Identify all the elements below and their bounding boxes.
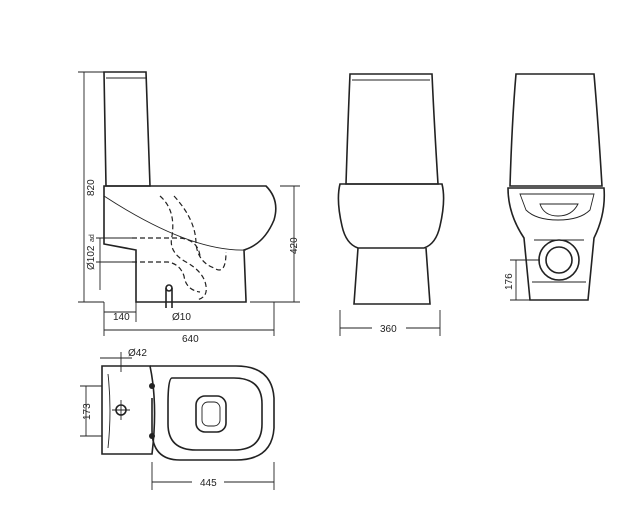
plan-view: Ø42 173 445: [80, 348, 275, 490]
dim-outlet-label: Ø102: [86, 245, 97, 270]
plan-cistern: [101, 365, 156, 455]
dim-outlet-sub: ad: [89, 234, 96, 242]
side-bowl: [103, 185, 277, 303]
plan-opening: [195, 395, 227, 433]
fixing-hole-bottom: [149, 433, 155, 439]
dim-140-label: 140: [113, 312, 130, 323]
dim-tap-label: Ø42: [128, 348, 147, 359]
dim-176-label: 176: [504, 273, 515, 290]
plan-seat: [167, 377, 263, 451]
side-trap: [159, 195, 227, 301]
dim-640-label: 640: [182, 334, 199, 345]
dim-360-label: 360: [380, 324, 397, 335]
dim-173-label: 173: [82, 403, 93, 420]
plan-bowl: [150, 365, 275, 461]
dim-445-label: 445: [200, 478, 217, 489]
front-pedestal: [353, 247, 431, 305]
rear-outlet: [538, 239, 580, 281]
dim-inlet-label: Ø10: [172, 312, 191, 323]
rear-cistern: [509, 73, 603, 187]
rear-bowl: [507, 187, 606, 301]
front-bowl: [337, 183, 445, 249]
front-view: 360: [337, 73, 445, 336]
dim-820-label: 820: [86, 179, 97, 196]
side-view: 820 Ø102 ad 420 140 Ø10 640: [78, 71, 300, 345]
dim-420-label: 420: [289, 237, 300, 254]
side-cistern: [103, 71, 151, 187]
fixing-hole-top: [149, 383, 155, 389]
rear-view: 176: [504, 73, 606, 301]
front-cistern: [345, 73, 439, 185]
